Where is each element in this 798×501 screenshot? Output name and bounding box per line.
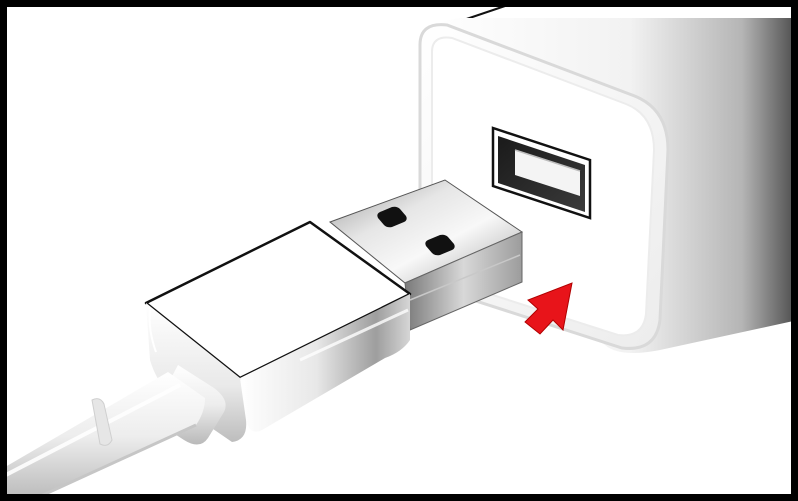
illustration-canvas: [0, 0, 798, 501]
usb-charging-illustration: [0, 0, 798, 501]
